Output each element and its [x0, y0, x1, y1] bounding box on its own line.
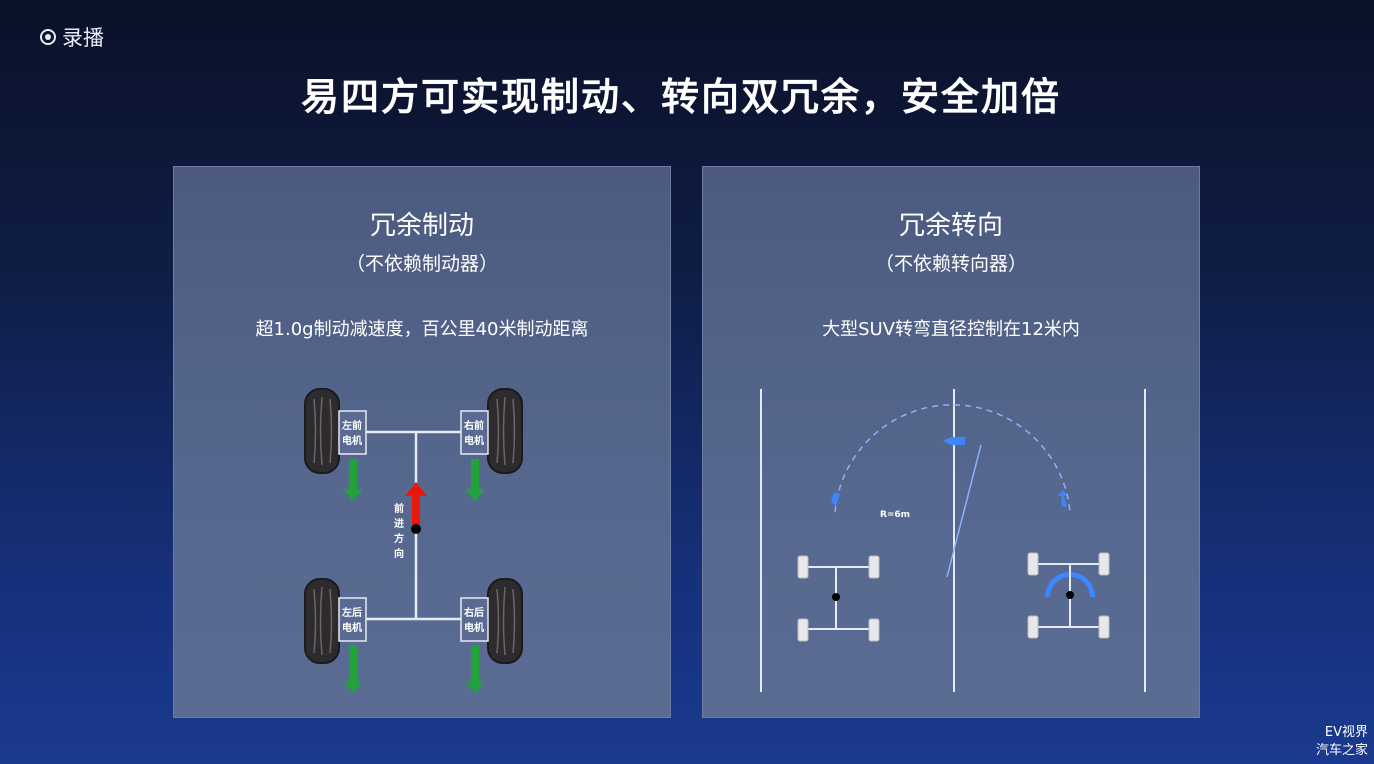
steering-diagram: R=6m: [760, 389, 1146, 692]
brake-arrow-rr: [465, 645, 485, 693]
motor-label: 电机: [342, 621, 362, 634]
wheel: [797, 618, 809, 642]
motor-fl: [338, 410, 367, 455]
record-icon: [40, 29, 56, 45]
motor-label: 右前: [463, 419, 484, 432]
arc-arrow-left: [831, 492, 840, 506]
slide-title: 易四方可实现制动、转向双冗余，安全加倍: [300, 75, 1061, 119]
panel-subheading: （不依赖制动器）: [345, 253, 498, 275]
wheel: [868, 618, 880, 642]
motor-label: 左后: [341, 606, 362, 619]
panel-description: 超1.0g制动减速度，百公里40米制动距离: [255, 319, 589, 340]
direction-label: 进: [394, 517, 404, 530]
wheel: [1098, 615, 1110, 639]
arc-arrow-top: [943, 437, 965, 445]
panel-description: 大型SUV转弯直径控制在12米内: [822, 319, 1080, 340]
motor-label: 左前: [341, 419, 362, 432]
motor-label: 电机: [342, 434, 362, 447]
redundant-braking-panel: 冗余制动 （不依赖制动器） 超1.0g制动减速度，百公里40米制动距离 左前电机…: [173, 166, 671, 718]
motor-rr: [460, 597, 489, 642]
center-dot: [411, 524, 421, 534]
brake-arrow-fl: [343, 459, 363, 501]
recording-indicator: 录播: [40, 22, 104, 52]
wheel: [1098, 552, 1110, 576]
motor-label: 电机: [464, 434, 484, 447]
panel-heading: 冗余转向: [898, 211, 1003, 241]
motor-label: 电机: [464, 621, 484, 634]
arc-arrow-right: [1058, 490, 1067, 507]
motor-fr: [460, 410, 489, 455]
radius-line: [946, 444, 982, 578]
wheel: [868, 555, 880, 579]
recording-label: 录播: [62, 26, 104, 50]
direction-label: 向: [394, 547, 404, 560]
panel-subheading: （不依赖转向器）: [874, 253, 1027, 275]
watermark-line: 汽车之家: [1315, 743, 1368, 758]
direction-label: 前: [394, 502, 404, 515]
turn-arc: [834, 404, 1071, 513]
panel-heading: 冗余制动: [369, 211, 474, 241]
rotation-arrow: [1045, 572, 1095, 597]
brake-arrow-fr: [465, 459, 485, 501]
brake-arrow-rl: [343, 645, 363, 693]
center-dot: [1066, 591, 1074, 599]
motor-rl: [338, 597, 367, 642]
center-dot: [832, 593, 840, 601]
radius-label: R=6m: [880, 510, 910, 520]
lane-lines: [760, 389, 1146, 692]
wheel: [1027, 552, 1039, 576]
direction-label: 方: [394, 532, 404, 545]
watermark: EV视界 汽车之家: [1316, 724, 1368, 760]
wheel: [1027, 615, 1039, 639]
redundant-steering-panel: 冗余转向 （不依赖转向器） 大型SUV转弯直径控制在12米内 R=6m: [702, 166, 1200, 718]
wheel: [797, 555, 809, 579]
watermark-line: EV视界: [1324, 725, 1368, 740]
forward-arrow: [405, 482, 427, 528]
motor-label: 右后: [463, 606, 484, 619]
